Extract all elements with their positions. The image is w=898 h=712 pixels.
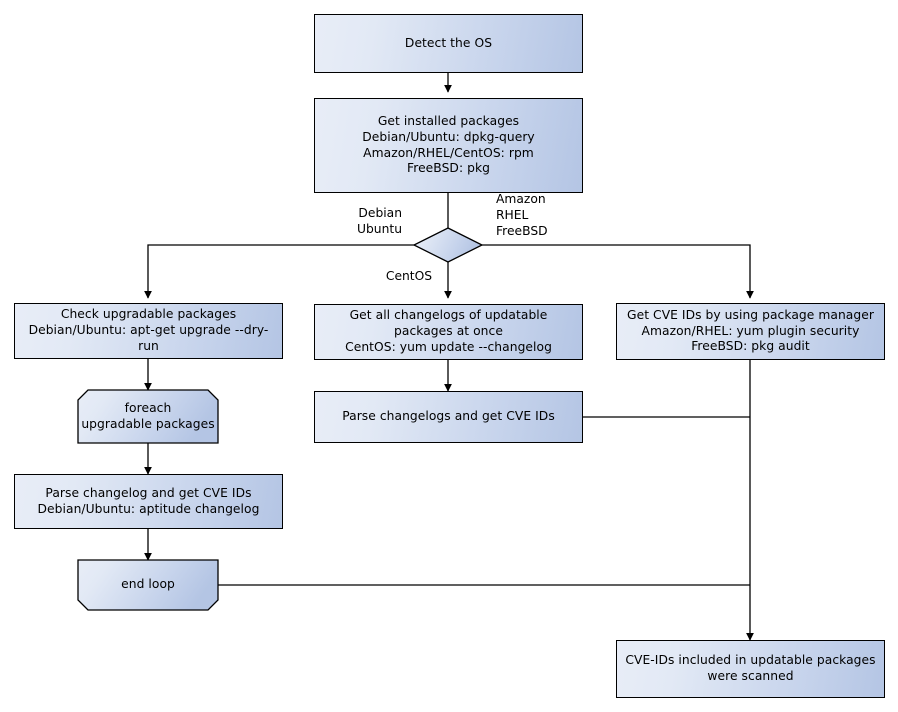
edge-label-centos: CentOS [385,269,433,283]
node-get-installed-packages[interactable]: Get installed packages Debian/Ubuntu: dp… [314,98,583,193]
node-end-loop[interactable]: end loop [78,560,218,610]
loop-end-shape [77,559,219,611]
node-parse-changelogs-centos[interactable]: Parse changelogs and get CVE IDs [314,391,583,443]
loop-start-shape [77,389,219,444]
node-detect-os[interactable]: Detect the OS [314,14,583,73]
edge-decision-left [144,244,417,299]
foreach-loop-label: foreach upgradable packages [81,400,215,431]
edge-label-amazon-rhel-freebsd: Amazon RHEL FreeBSD [496,192,548,238]
edge-decision-right [482,244,754,299]
end-loop-label: end loop [121,577,175,591]
node-parse-changelog-debian[interactable]: Parse changelog and get CVE IDs Debian/U… [14,474,283,529]
node-foreach-loop-start[interactable]: foreach upgradable packages [78,390,218,443]
decision-os-diamond [412,227,484,263]
edge-label-debian-ubuntu: Debian Ubuntu [356,206,402,236]
node-get-all-changelogs[interactable]: Get all changelogs of updatable packages… [314,304,583,360]
node-check-upgradable-packages[interactable]: Check upgradable packages Debian/Ubuntu:… [14,303,283,359]
node-get-cve-ids-package-manager[interactable]: Get CVE IDs by using package manager Ama… [616,303,885,360]
node-scanned-result[interactable]: CVE-IDs included in updatable packages w… [616,640,885,698]
